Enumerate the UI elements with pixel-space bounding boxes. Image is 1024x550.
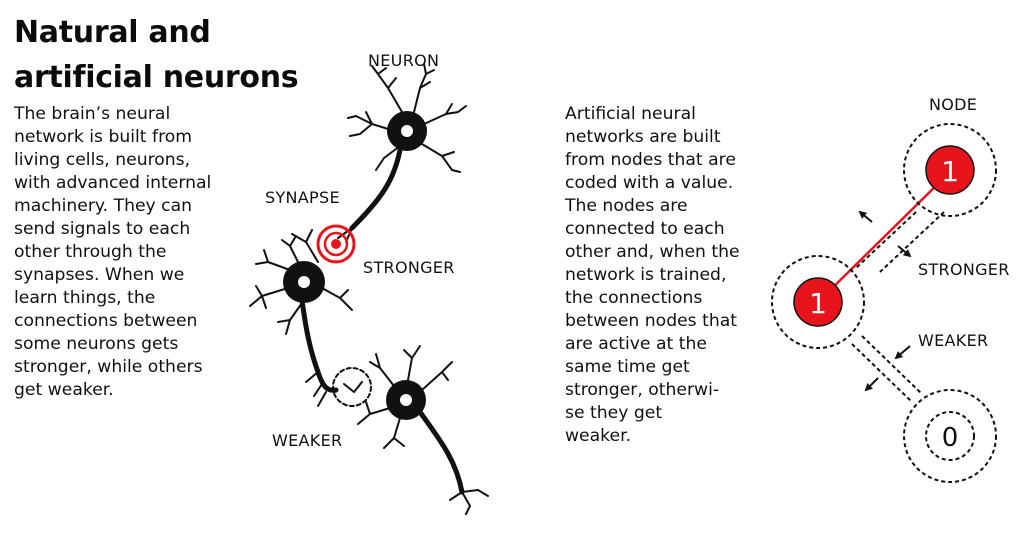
text-line: network is built from [14, 127, 193, 147]
node-top-value: 1 [941, 155, 959, 188]
page-title: Natural and artificial neurons [14, 10, 299, 100]
stronger-right-label: STRONGER [918, 260, 1010, 279]
weaker-arrow-in-icon [894, 345, 911, 360]
text-line: network is trained, [565, 265, 727, 285]
synapse-label: SYNAPSE [265, 188, 340, 207]
node-label: NODE [929, 95, 977, 114]
text-line: coded with a value. [565, 173, 734, 193]
text-line: networks are built [565, 127, 721, 147]
text-line: learn things, the [14, 288, 156, 308]
artificial-network-description: Artificial neural networks are built fro… [565, 103, 740, 448]
node-network-illustration: 1 1 0 [771, 123, 997, 483]
weak-connection [851, 335, 923, 403]
node-middle: 1 [771, 255, 865, 349]
text-line: weaker. [565, 426, 632, 446]
title-line-1: Natural and [14, 15, 211, 50]
text-line: se they get [565, 403, 663, 423]
text-line: send signals to each [14, 219, 191, 239]
text-line: Artificial neural [565, 104, 696, 124]
text-line: living cells, neurons, [14, 150, 191, 170]
strong-connection [817, 171, 951, 303]
text-line: The nodes are [565, 196, 688, 216]
neurons-description: The brain’s neural network is built from… [14, 103, 211, 402]
title-line-2: artificial neurons [14, 60, 299, 95]
top-neuron [337, 63, 467, 243]
text-line: some neurons gets [14, 334, 179, 354]
synapse-weaker-marker [332, 367, 372, 407]
text-line: same time get [565, 357, 690, 377]
stronger-arrow-in-icon [897, 245, 912, 258]
text-line: from nodes that are [565, 150, 736, 170]
node-bottom: 0 [903, 389, 997, 483]
text-line: The brain’s neural [14, 104, 171, 124]
neuron-label: NEURON [368, 51, 439, 70]
text-line: other through the [14, 242, 167, 262]
node-middle-value: 1 [809, 287, 827, 320]
node-bottom-value: 0 [942, 423, 959, 453]
neuron-illustration [249, 63, 489, 515]
text-line: the connections [565, 288, 703, 308]
node-top: 1 [903, 123, 997, 217]
weaker-left-label: WEAKER [272, 431, 342, 450]
text-line: other and, when the [565, 242, 740, 262]
text-line: stronger, while others [14, 357, 203, 377]
text-line: machinery. They can [14, 196, 193, 216]
text-line: connected to each [565, 219, 725, 239]
text-line: are active at the [565, 334, 707, 354]
synapse-stronger-marker [316, 224, 356, 264]
text-line: between nodes that [565, 311, 738, 331]
weaker-right-label: WEAKER [918, 331, 988, 350]
stronger-arrow-out-icon [858, 210, 873, 223]
stronger-left-label: STRONGER [363, 258, 455, 277]
weaker-arrow-out-icon [864, 377, 879, 392]
text-line: stronger, otherwi- [565, 380, 720, 400]
lower-neuron [357, 345, 489, 515]
text-line: synapses. When we [14, 265, 185, 285]
middle-neuron [249, 229, 353, 407]
text-line: connections between [14, 311, 198, 331]
text-line: with advanced internal [14, 173, 212, 193]
text-line: get weaker. [14, 380, 114, 400]
